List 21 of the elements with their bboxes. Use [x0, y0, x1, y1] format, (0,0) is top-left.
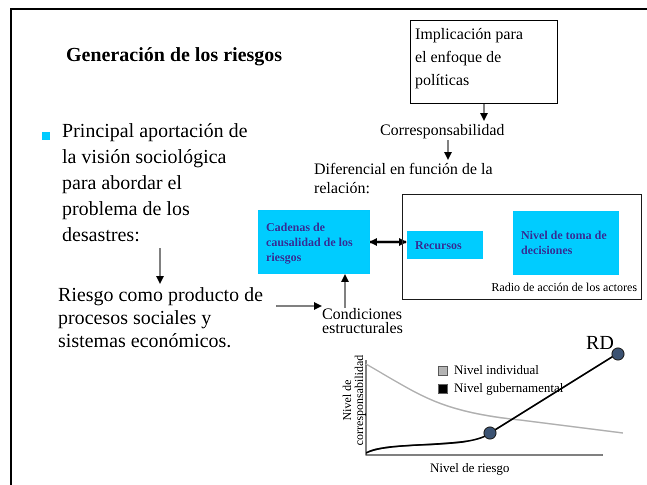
text-label: Corresponsabilidad: [380, 121, 520, 140]
arrow: [276, 302, 322, 310]
process-box: Recursos: [407, 231, 483, 259]
text-box: Implicación para el enfoque de políticas: [410, 20, 558, 104]
point-label: RD: [586, 332, 614, 354]
text-label: Condiciones estructurales: [322, 308, 452, 336]
arrow: [444, 140, 452, 160]
legend-label: Nivel gubernamental: [454, 380, 564, 396]
legend-label: Nivel individual: [454, 362, 539, 378]
arrow: [480, 104, 488, 121]
process-box: Cadenas de causalidad de los riesgos: [258, 210, 370, 274]
arrow: [156, 248, 164, 284]
group-title: Radio de acción de los actores: [491, 280, 637, 295]
arrow: [341, 274, 349, 308]
slide-title: Generación de los riesgos: [66, 44, 282, 67]
text-label: Diferencial en función de la relación:: [314, 160, 536, 198]
axis-title: Nivel de corresponsabilidad: [341, 354, 365, 448]
text-label: Riesgo como producto de procesos sociales y sistemas económicos.: [58, 284, 276, 353]
process-box: Nivel de toma de decisiones: [513, 211, 619, 275]
arrow: [369, 238, 407, 246]
axis-title: Nivel de riesgo: [430, 460, 510, 476]
